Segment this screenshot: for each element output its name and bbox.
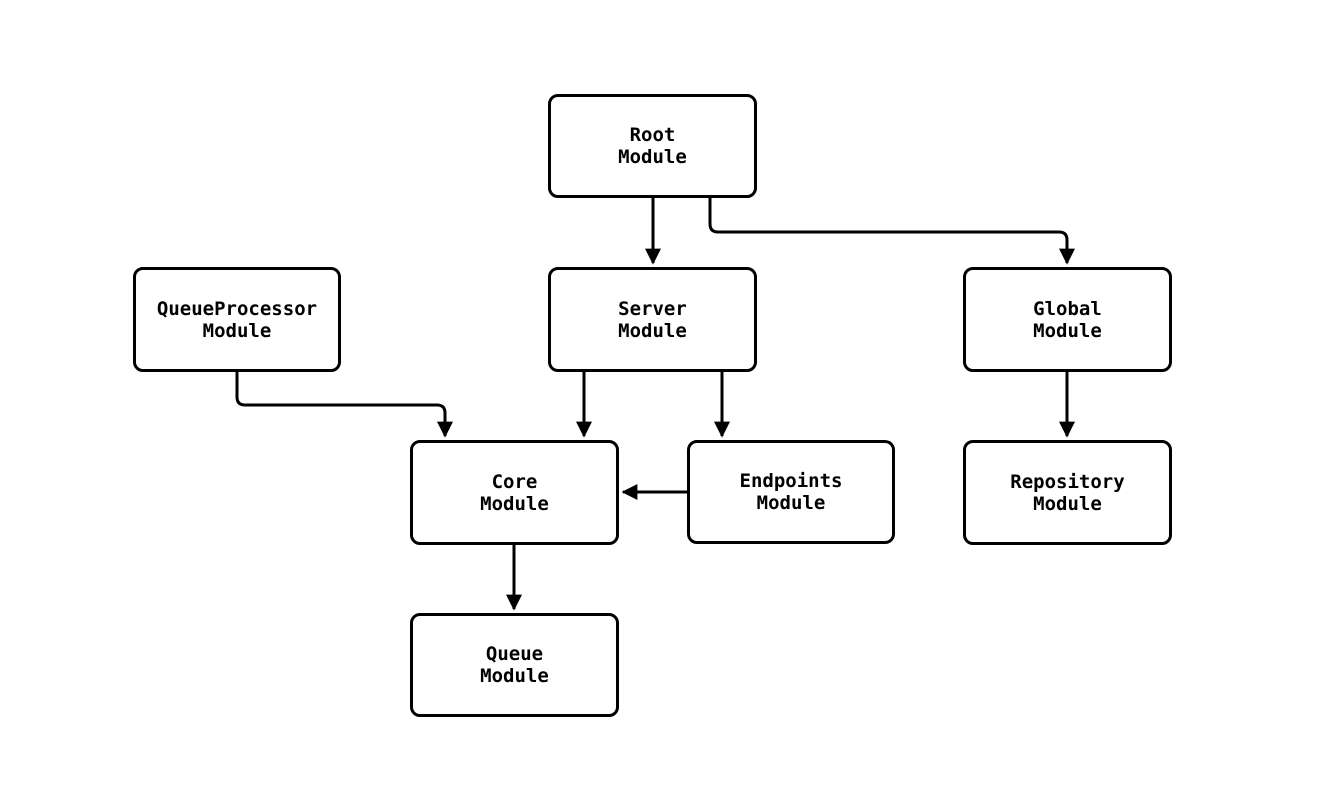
node-label-line: Module [202, 319, 272, 342]
node-label-line: Module [618, 319, 687, 342]
node-label-line: Core [491, 470, 538, 493]
node-label-line: Module [756, 492, 826, 514]
node-label-line: Module [480, 492, 549, 515]
node-label-line: Root [629, 124, 676, 146]
node-label-line: Endpoints [739, 470, 843, 492]
node-label-line: Repository [1010, 470, 1125, 493]
node-label-line: Module [480, 665, 549, 687]
node-label-line: Module [1033, 319, 1102, 342]
edge-queueprocessor-core [235, 372, 453, 438]
node-label-line: QueueProcessor [156, 297, 318, 320]
node-label-line: Global [1033, 297, 1102, 320]
edges-group [235, 197, 1075, 611]
node-label-line: Module [1033, 492, 1102, 515]
node-label-line: Module [618, 146, 687, 168]
node-label-line: Server [618, 297, 687, 320]
edge-root-global [708, 197, 1075, 265]
node-label-line: Queue [485, 643, 544, 665]
